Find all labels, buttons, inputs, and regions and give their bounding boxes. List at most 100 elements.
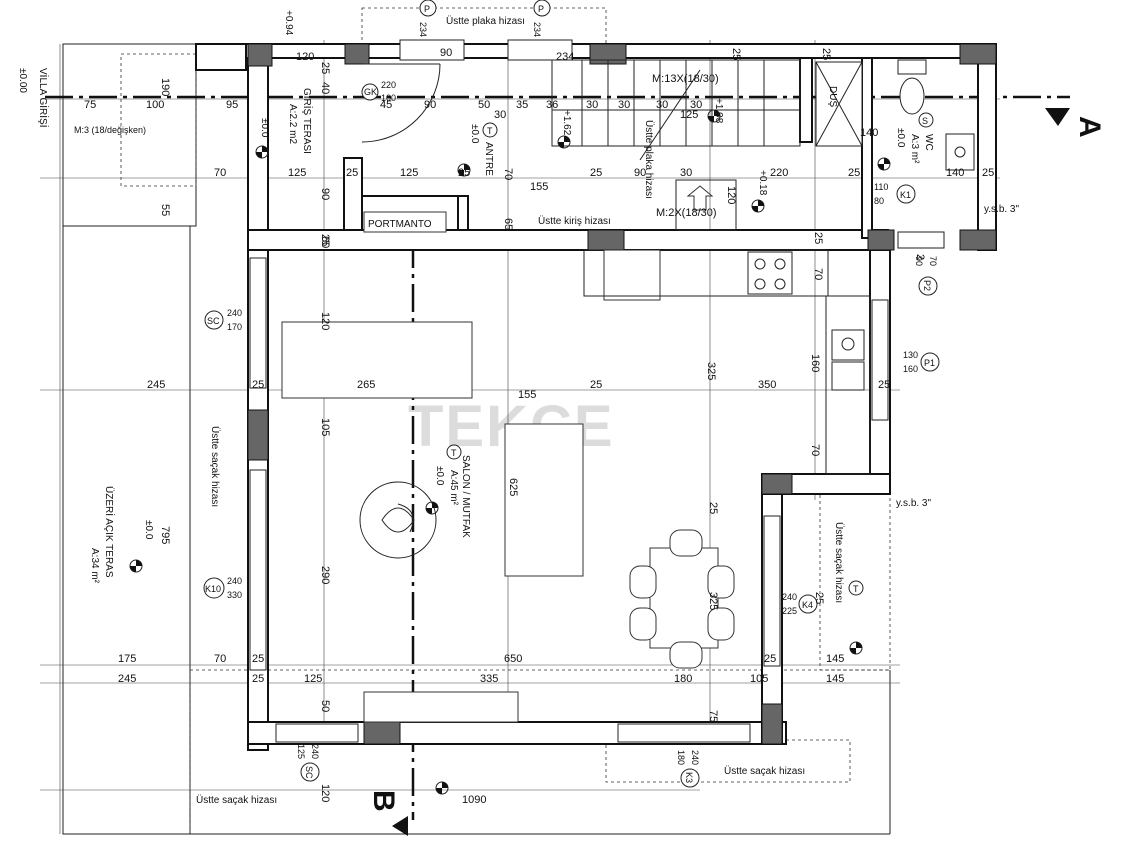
dimension-label: 245 xyxy=(118,673,136,685)
dimension-label: 25 xyxy=(730,48,742,60)
dimension-label: 335 xyxy=(480,673,498,685)
note-sacak-bottom: Üstte saçak hizası xyxy=(724,765,805,777)
dimension-label: 155 xyxy=(518,389,536,401)
dimension-label: 140 xyxy=(946,167,964,179)
giris-area: A:2.2 m2 xyxy=(287,104,298,144)
dimension-label: 75 xyxy=(84,99,96,111)
dimension-label: 30 xyxy=(618,99,630,111)
dimension-label: 75 xyxy=(707,710,719,722)
dimension-label: 120 xyxy=(319,784,331,802)
tag-p1-h: 160 xyxy=(903,364,918,374)
dimension-label: 70 xyxy=(502,168,514,180)
dimension-label: 30 xyxy=(680,167,692,179)
dimension-label: 25 xyxy=(707,502,719,514)
dimension-label: 55 xyxy=(159,204,171,216)
dimension-label: 325 xyxy=(707,592,719,610)
dimension-label: 155 xyxy=(530,181,548,193)
note-stair-top: M:13X(18/30) xyxy=(652,73,719,85)
dimension-label: 2 xyxy=(914,254,926,260)
tag-k4-w: 240 xyxy=(782,592,797,602)
dimension-label: 90 xyxy=(319,188,331,200)
tag-gk-code: GK xyxy=(364,87,377,97)
tag-t3: T xyxy=(853,584,859,594)
dimension-label: 25 xyxy=(764,653,776,665)
dimension-label: 125 xyxy=(288,167,306,179)
dimension-label: 190 xyxy=(159,78,171,96)
dimension-label: 25 xyxy=(848,167,860,179)
note-ustte-plaka-v: Üstte plaka hizası xyxy=(643,120,655,199)
element-tags: GK 220 100 SC 240 170 K10 240 330 SC 240… xyxy=(203,0,940,788)
dimension-label: 70 xyxy=(812,268,824,280)
dimension-label: 25 xyxy=(813,592,825,604)
wc-name: WC xyxy=(923,134,934,151)
tag-pa-w: 234 xyxy=(418,22,428,37)
dimension-label: 30 xyxy=(494,109,506,121)
dimension-label: 180 xyxy=(674,673,692,685)
tag-k1-code: K1 xyxy=(900,190,911,200)
note-ysb-top: y.s.b. 3" xyxy=(984,204,1019,215)
dimension-label: 30 xyxy=(690,99,702,111)
portmanto-label: PORTMANTO xyxy=(368,219,432,230)
furniture xyxy=(281,321,735,723)
level-162: +1.62 xyxy=(561,110,572,136)
tag-p2-w: 70 xyxy=(928,256,938,266)
tag-k4-h: 225 xyxy=(782,606,797,616)
room-labels: SALON / MUTFAK A:45 m² ±0.0 ANTRE ±0.0 G… xyxy=(89,88,934,584)
teras-area: A:34 m² xyxy=(89,548,100,584)
dimension-label: 60 xyxy=(319,236,331,248)
tag-p1-w: 130 xyxy=(903,350,918,360)
teras-name: ÜZERİ AÇIK TERAS xyxy=(103,486,116,578)
tag-sc2-code: SC xyxy=(304,766,314,779)
dimension-label: 125 xyxy=(680,109,698,121)
section-b-label: B xyxy=(367,790,400,812)
level-markers xyxy=(129,109,891,795)
dimension-label: 290 xyxy=(319,566,331,584)
dimension-label: 25 xyxy=(590,379,602,391)
level-094: +0.94 xyxy=(283,10,294,36)
wc-fixtures xyxy=(815,59,975,171)
salon-name: SALON / MUTFAK xyxy=(460,455,471,538)
dimension-label: 220 xyxy=(770,167,788,179)
note-dus: DUŞ xyxy=(827,86,838,107)
tag-pb-code: P xyxy=(538,4,544,14)
dimension-label: 36 xyxy=(546,99,558,111)
antre-level: ±0.0 xyxy=(469,124,480,144)
giris-name: GİRİŞ TERASI xyxy=(301,88,314,154)
dimension-label: 95 xyxy=(226,99,238,111)
dimension-label: 120 xyxy=(296,51,314,63)
tag-k4-code: K4 xyxy=(802,600,813,610)
note-ysb-mid: y.s.b. 3" xyxy=(896,498,931,509)
dimension-label: 120 xyxy=(725,186,737,204)
note-sacak-left: Üstte saçak hizası xyxy=(209,426,221,507)
tag-gk-w: 220 xyxy=(381,80,396,90)
dimension-label: 25 xyxy=(252,653,264,665)
dimension-label: 1090 xyxy=(462,794,486,806)
note-stair-left: M:3 (18/değişken) xyxy=(74,125,146,135)
tag-k10-w: 240 xyxy=(227,576,242,586)
section-markers: A B xyxy=(367,108,1106,836)
tag-gk-h: 100 xyxy=(381,93,396,103)
tag-k10-h: 330 xyxy=(227,590,242,600)
tag-sc1-h: 170 xyxy=(227,322,242,332)
antre-name: ANTRE xyxy=(483,142,494,176)
note-ustte-kiris: Üstte kiriş hizası xyxy=(538,215,611,227)
teras-level: ±0.0 xyxy=(143,520,154,540)
note-sacak-right: Üstte saçak hizası xyxy=(833,522,845,603)
dimension-label: 125 xyxy=(400,167,418,179)
dimension-label: 145 xyxy=(826,673,844,685)
tag-t1: T xyxy=(487,126,493,136)
tag-p1-code: P1 xyxy=(924,358,935,368)
note-sacak-bottom-left: Üstte saçak hizası xyxy=(196,794,277,806)
kitchen xyxy=(583,249,871,475)
dimension-label: 70 xyxy=(214,653,226,665)
dimension-label: 245 xyxy=(147,379,165,391)
dimension-label: 25 xyxy=(252,379,264,391)
tag-sc2-w: 240 xyxy=(310,744,320,759)
tag-k3-h: 180 xyxy=(676,750,686,765)
dimension-label: 90 xyxy=(634,167,646,179)
dimension-label: 45 xyxy=(380,99,392,111)
level-018: +0.18 xyxy=(757,170,768,196)
dimension-label: 105 xyxy=(750,673,768,685)
wc-area: A:3 m² xyxy=(909,134,920,164)
